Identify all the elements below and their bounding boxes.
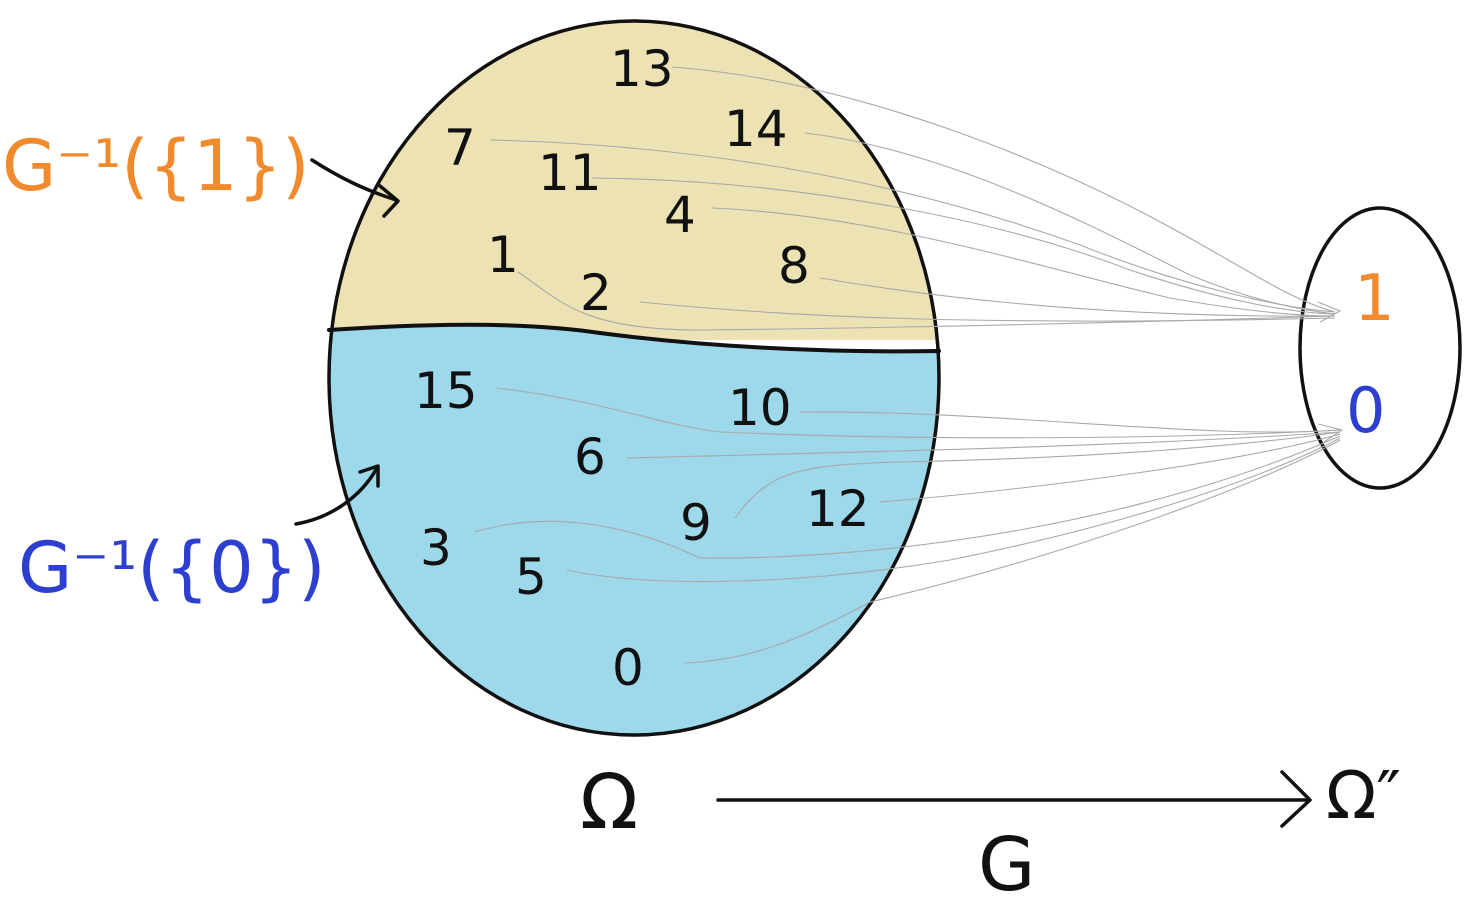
element-3: 3 [420,519,452,577]
element-4: 4 [664,186,696,244]
preimage-one-arrow [310,158,400,218]
function-arrow [716,770,1312,828]
element-6: 6 [574,428,606,486]
preimage-zero-label: G⁻¹({0}) [18,527,325,609]
element-14: 14 [724,100,788,158]
element-10: 10 [728,379,792,437]
preimage-zero-region [329,326,939,735]
partition-boundary [327,322,941,354]
mapping-lines-to-one [489,66,1342,331]
element-8: 8 [778,237,810,295]
element-7: 7 [444,119,476,177]
codomain-value-zero: 0 [1346,374,1385,447]
preimage-one-label: G⁻¹({1}) [2,125,309,207]
element-13: 13 [610,40,674,98]
codomain-symbol: Ω″ [1326,757,1401,834]
element-1: 1 [487,226,519,284]
element-5: 5 [515,548,547,606]
codomain-value-one: 1 [1354,262,1395,336]
element-15: 15 [414,362,478,420]
element-9: 9 [680,494,712,552]
element-11: 11 [538,144,602,202]
element-12: 12 [806,480,870,538]
mapping-lines-to-zero [474,387,1344,664]
preimage-zero-arrow [294,464,380,526]
domain-outline [327,19,941,737]
upper-elements: 13 14 7 11 4 1 8 2 [444,40,810,322]
element-2: 2 [580,264,612,322]
codomain-outline [1298,206,1462,490]
element-0: 0 [612,639,644,697]
domain-symbol: Ω [580,757,638,846]
lower-elements: 15 10 6 9 12 3 5 0 [414,362,870,697]
function-symbol: G [978,822,1035,908]
